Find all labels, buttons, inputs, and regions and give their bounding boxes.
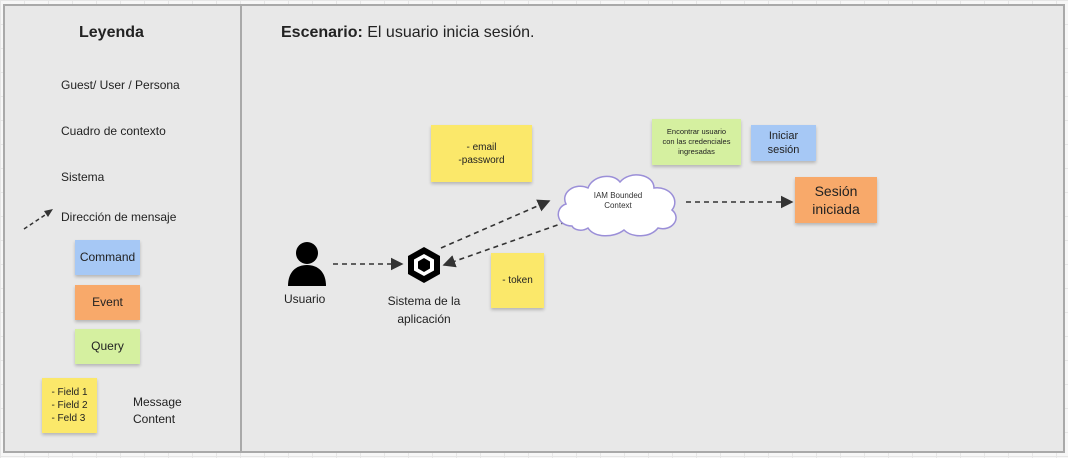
legend-item-context: Cuadro de contexto [61,124,166,138]
system-label: Sistema de la aplicación [387,294,461,326]
legend-command-sticky: Command [75,240,140,275]
legend-message-content-label: Message Content [133,395,182,426]
cloud-icon [557,174,677,237]
token-note: - token [491,253,544,308]
legend-item-system: Sistema [61,170,105,184]
legend-item-actor: Guest/ User / Persona [61,78,180,92]
user-icon [288,242,326,286]
legend-item-message: Dirección de mensaje [61,210,177,224]
legend-event-sticky: Event [75,285,140,320]
user-label: Usuario [284,292,326,306]
scenario-title: Escenario: El usuario inicia sesión. [281,24,534,42]
context-label: IAM Bounded Context [593,191,643,211]
hexagon-app-icon [408,247,440,283]
event-sticky: Sesión iniciada [795,177,877,223]
credentials-note: - email -password [431,125,532,182]
legend-message-content-sticky: - Field 1 - Field 2 - Feld 3 [42,378,97,433]
legend-title: Leyenda [79,24,144,41]
dashed-arrow-icon [23,209,53,230]
command-sticky: Iniciar sesión [751,125,816,161]
scenario-title-bold: Escenario: [281,24,363,41]
legend-query-sticky: Query [75,329,140,364]
scenario-title-text: El usuario inicia sesión. [362,24,535,41]
query-sticky: Encontrar usuario con las credenciales i… [652,119,741,165]
